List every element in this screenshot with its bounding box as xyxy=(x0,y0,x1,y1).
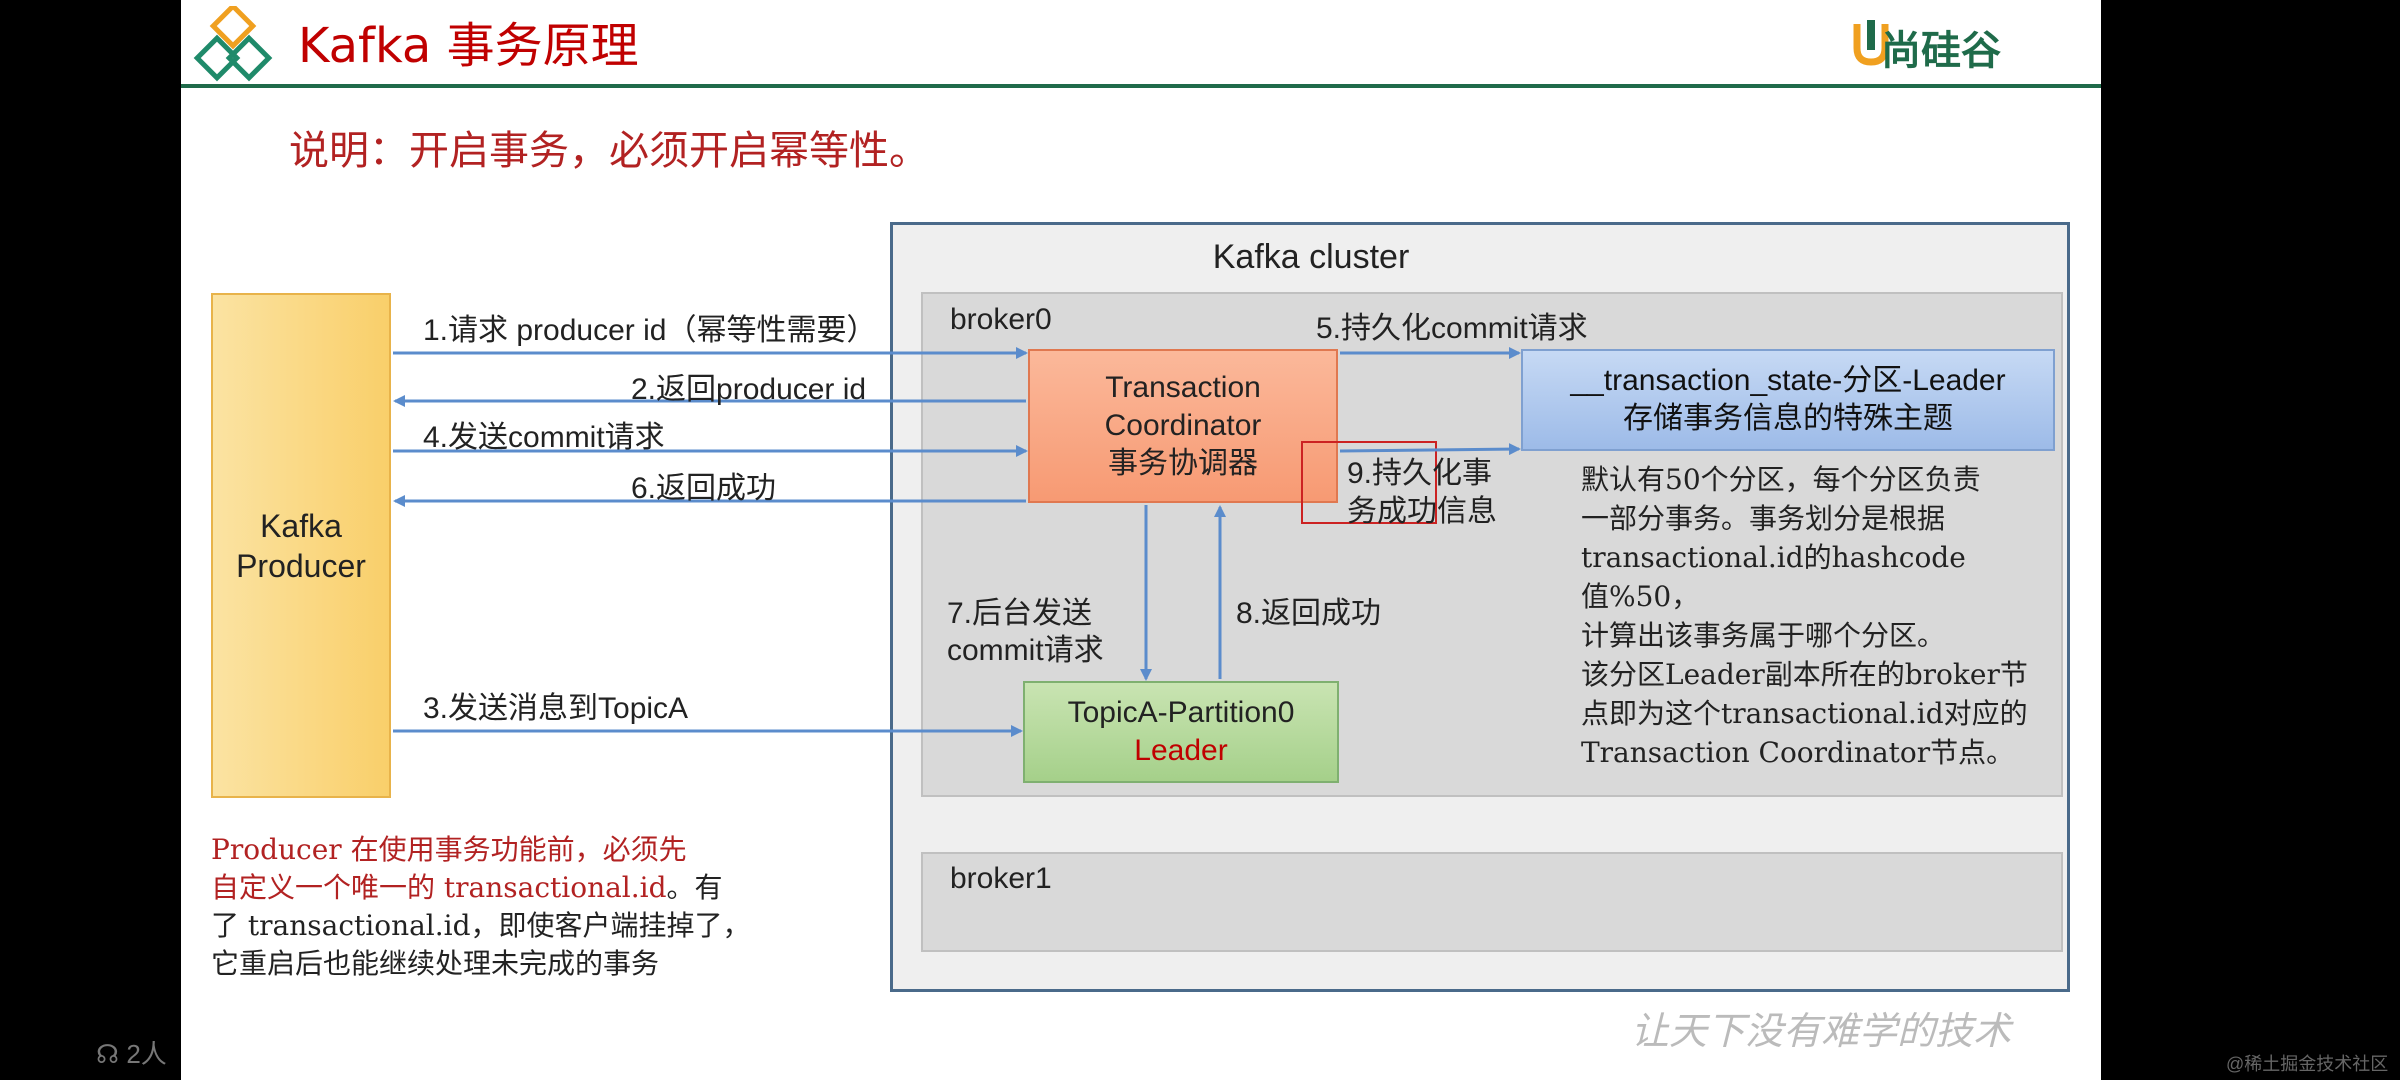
note-line2-red: 自定义一个唯一的 transactional.id xyxy=(211,871,667,904)
viewers-icon: ☊ xyxy=(96,1039,127,1069)
subtitle: 说明：开启事务，必须开启幂等性。 xyxy=(289,128,929,174)
note-line3: 了 transactional.id，即使客户端挂掉了， xyxy=(211,909,751,942)
slide: Kafka 事务原理 尚硅谷 说明：开启事务，必须开启幂等性。 Kafka cl… xyxy=(181,0,2101,1080)
step6-label: 6.返回成功 xyxy=(631,472,777,505)
topica-partition0-box: TopicA-Partition0 Leader xyxy=(1023,681,1339,783)
desc-line: 一部分事务。事务划分是根据 xyxy=(1581,502,1946,535)
kafka-producer-box: Kafka Producer xyxy=(211,293,391,798)
coordinator-line1: Transaction xyxy=(1105,371,1261,404)
desc-line: 计算出该事务属于哪个分区。 xyxy=(1581,619,1946,652)
note-line4: 它重启后也能继续处理未完成的事务 xyxy=(211,947,660,980)
partition-leader-label: Leader xyxy=(1134,734,1228,767)
desc-line: 该分区Leader副本所在的broker节 xyxy=(1581,658,2028,691)
transaction-coordinator-box: Transaction Coordinator 事务协调器 xyxy=(1028,349,1338,503)
step4-label: 4.发送commit请求 xyxy=(423,421,665,454)
partition-line1: TopicA-Partition0 xyxy=(1067,696,1295,729)
viewer-count-text: 2人 xyxy=(126,1039,167,1069)
step8-label: 8.返回成功 xyxy=(1236,597,1382,630)
desc-line: Transaction Coordinator节点。 xyxy=(1581,736,2015,769)
step5-label: 5.持久化commit请求 xyxy=(1316,312,1588,345)
producer-label-line1: Kafka xyxy=(260,507,342,544)
desc-line: transactional.id的hashcode值%50， xyxy=(1581,541,1966,613)
partition-description: 默认有50个分区，每个分区负责 一部分事务。事务划分是根据 transactio… xyxy=(1581,460,2051,772)
cluster-label: Kafka cluster xyxy=(1212,238,1410,276)
arrow-step9 xyxy=(1339,443,1521,456)
slide-title: Kafka 事务原理 xyxy=(298,18,639,74)
broker0-label: broker0 xyxy=(950,303,1052,336)
step1-label: 1.请求 producer id（幂等性需要） xyxy=(423,314,877,347)
logo-diamond-icon xyxy=(193,6,273,82)
brand-logo-text: 尚硅谷 xyxy=(1881,28,2001,74)
title-divider xyxy=(181,84,2101,88)
desc-line: 默认有50个分区，每个分区负责 xyxy=(1581,463,1981,496)
step7-label-line2: commit请求 xyxy=(947,634,1104,667)
state-topic-line1: __transaction_state-分区-Leader xyxy=(1570,364,2006,397)
step9-label-line2: 务成功信息 xyxy=(1347,495,1497,528)
step3-label: 3.发送消息到TopicA xyxy=(423,692,689,725)
broker1-label: broker1 xyxy=(950,862,1052,895)
highlight-box xyxy=(1301,441,1437,524)
note-line1: Producer 在使用事务功能前，必须先 xyxy=(211,833,687,866)
brand-logo-icon xyxy=(1853,20,1889,66)
producer-label-line2: Producer xyxy=(236,547,366,584)
watermark: @稀土掘金技术社区 xyxy=(2226,1054,2389,1074)
desc-line: 点即为这个transactional.id对应的 xyxy=(1581,697,2028,730)
step2-label: 2.返回producer id xyxy=(631,373,867,406)
step7-label-line1: 7.后台发送 xyxy=(947,597,1093,630)
broker1-box xyxy=(921,852,2063,952)
arrows-layer xyxy=(393,347,1521,737)
footer-slogan: 让天下没有难学的技术 xyxy=(1631,1009,2012,1053)
coordinator-line3: 事务协调器 xyxy=(1108,447,1258,480)
transaction-state-topic-box: __transaction_state-分区-Leader 存储事务信息的特殊主… xyxy=(1521,349,2055,451)
step9-label: 9.持久化事 务成功信息 xyxy=(1347,455,1497,531)
note-line2-tail: 。有 xyxy=(666,871,723,904)
coordinator-line2: Coordinator xyxy=(1104,409,1262,442)
viewer-count: ☊ 2人 xyxy=(96,1034,167,1071)
step9-label-line1: 9.持久化事 xyxy=(1347,457,1493,490)
state-topic-line2: 存储事务信息的特殊主题 xyxy=(1623,402,1953,435)
producer-note: Producer 在使用事务功能前，必须先 自定义一个唯一的 transacti… xyxy=(211,831,771,983)
